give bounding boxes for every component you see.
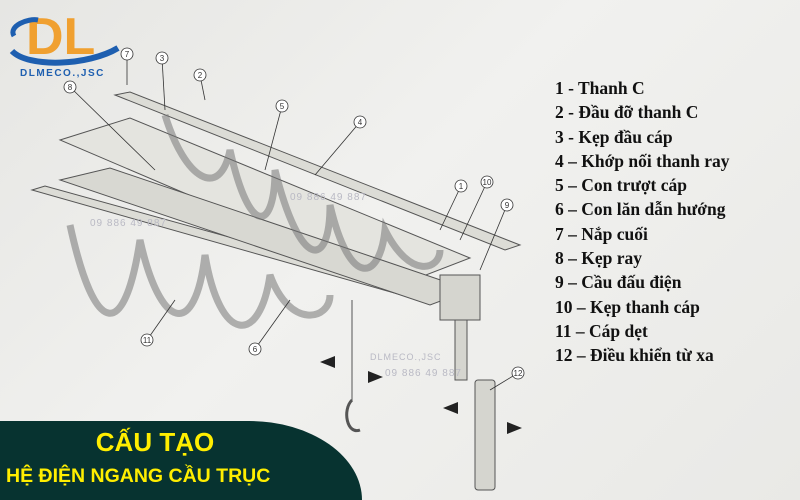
callout-11: 11 [140, 299, 176, 347]
legend-item: 8 – Kẹp ray [555, 248, 643, 269]
svg-text:12: 12 [514, 369, 523, 378]
svg-text:2: 2 [198, 71, 203, 80]
watermark-phone: 09 886 49 887 [385, 368, 462, 379]
trolley [345, 274, 496, 491]
banner-subtitle: HỆ ĐIỆN NGANG CẦU TRỤC [6, 465, 271, 487]
callout-7: 7 [120, 47, 134, 85]
legend-item: 10 – Kẹp thanh cáp [555, 296, 700, 317]
legend-item: 3 - Kẹp đầu cáp [555, 126, 673, 147]
svg-text:1: 1 [459, 182, 464, 191]
legend-item: 12 – Điều khiển từ xa [555, 345, 714, 366]
svg-text:5: 5 [280, 102, 285, 111]
title-banner: CẤU TẠO HỆ ĐIỆN NGANG CẦU TRỤC [0, 421, 362, 500]
company-logo: DL DLMECO.,JSC [8, 6, 128, 79]
callout-6: 6 [248, 299, 291, 356]
legend-item: 5 – Con trượt cáp [555, 175, 687, 196]
svg-text:7: 7 [125, 50, 130, 59]
legend-item: 2 - Đầu đỡ thanh C [555, 102, 699, 123]
callouts: 1 2 3 4 5 6 7 8 9 10 11 12 [63, 47, 525, 391]
rails [30, 91, 522, 306]
legend-item: 7 – Nắp cuối [555, 223, 648, 244]
svg-text:6: 6 [253, 345, 258, 354]
legend-item: 1 - Thanh C [555, 78, 645, 98]
watermark-company: DLMECO.,JSC [370, 352, 442, 362]
dl-logo-icon: DL [9, 8, 120, 66]
watermark-phone: 09 886 49 887 [90, 218, 167, 229]
direction-arrows [320, 356, 522, 434]
legend-item: 11 – Cáp dẹt [555, 320, 648, 341]
callout-8: 8 [63, 80, 156, 171]
callout-4: 4 [314, 115, 367, 176]
svg-text:8: 8 [68, 83, 73, 92]
callout-5: 5 [264, 99, 289, 171]
callout-10: 10 [459, 175, 494, 241]
callout-2: 2 [193, 68, 207, 101]
svg-text:10: 10 [483, 178, 492, 187]
logo-company-name: DLMECO.,JSC [20, 68, 105, 79]
parts-legend: 1 - Thanh C 2 - Đầu đỡ thanh C 3 - Kẹp đ… [555, 76, 730, 368]
legend-item: 9 – Cầu đấu điện [555, 272, 682, 293]
svg-text:9: 9 [505, 201, 510, 210]
callout-12: 12 [489, 366, 525, 391]
watermark-phone: 09 886 49 887 [290, 192, 367, 203]
upper-c-rail [113, 91, 522, 251]
callout-3: 3 [155, 51, 169, 111]
legend-item: 4 – Khớp nối thanh ray [555, 150, 730, 171]
banner-title: CẤU TẠO [95, 427, 215, 457]
flat-cable-loops [66, 113, 444, 329]
svg-text:3: 3 [160, 54, 165, 63]
svg-text:11: 11 [143, 336, 152, 345]
callout-9: 9 [479, 198, 514, 271]
legend-item: 6 – Con lăn dẫn hướng [555, 199, 726, 220]
callout-1: 1 [439, 179, 468, 231]
svg-text:4: 4 [358, 118, 363, 127]
